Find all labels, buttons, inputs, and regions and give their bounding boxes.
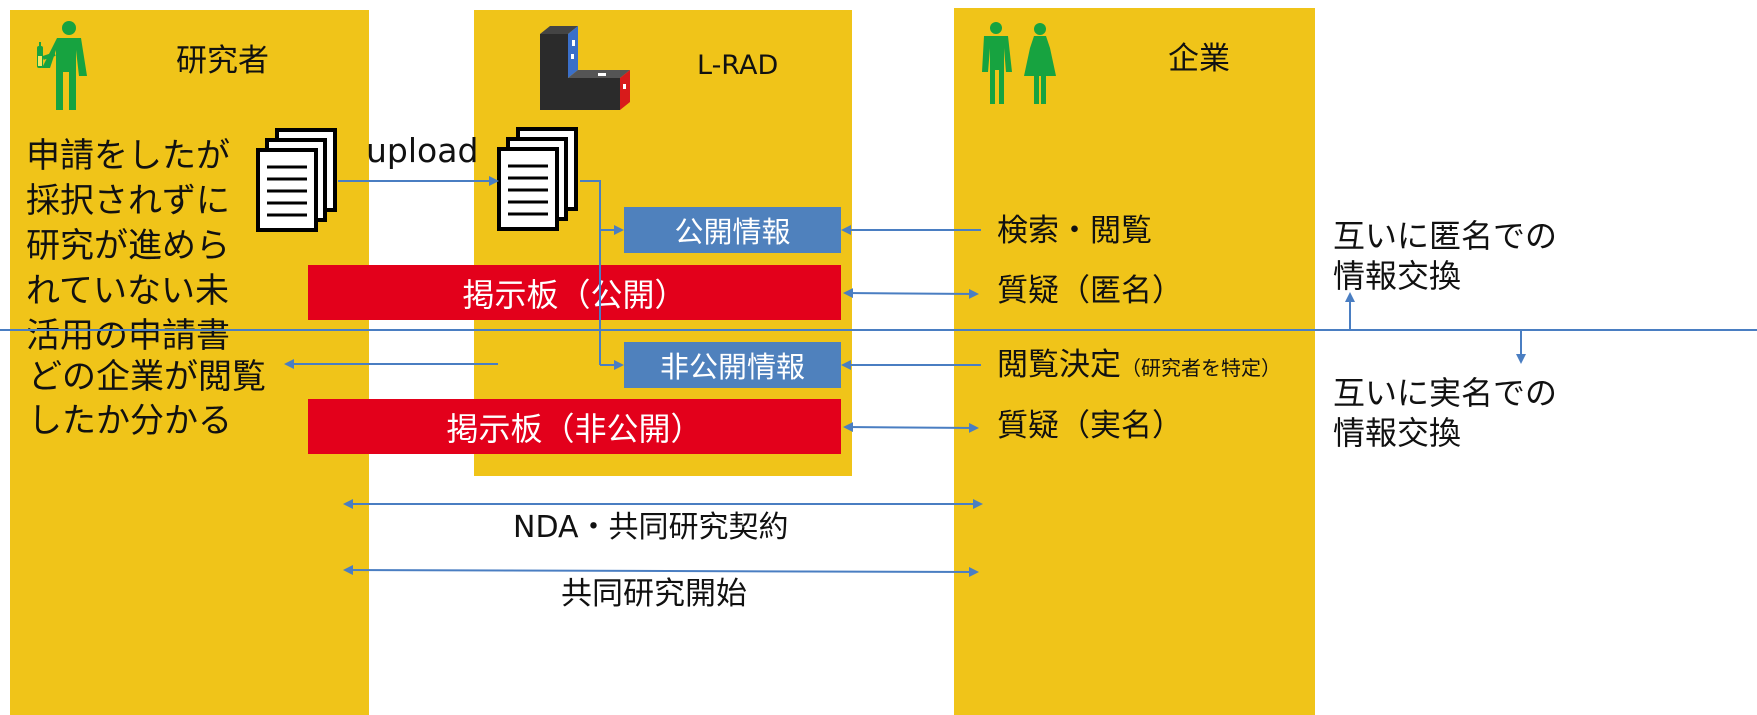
search-view-label: 検索・閲覧 — [997, 213, 1152, 249]
lrad-logo-icon — [540, 26, 630, 110]
viewed-notice: どの企業が閲覧 したか分かる — [28, 355, 266, 443]
qa-anonymous-arrow — [843, 288, 979, 299]
board-public-label: 掲示板（公開） — [462, 275, 687, 314]
researcher-icon — [37, 21, 87, 110]
private-info-label: 非公開情報 — [659, 350, 805, 384]
nda-label: NDA・共同研究契約 — [513, 510, 789, 545]
company-column — [954, 8, 1315, 715]
board-public: 掲示板（公開） — [308, 265, 841, 320]
named-exchange-note: 互いに実名での 情報交換 — [1333, 373, 1557, 453]
joint-start-arrow — [343, 565, 979, 577]
board-private-label: 掲示板（非公開） — [446, 409, 703, 448]
named-exchange-line: 互いに実名での — [1333, 374, 1558, 412]
company-people-icon — [982, 22, 1056, 104]
researcher-document-icon — [256, 128, 337, 232]
anonymous-exchange-line: 情報交換 — [1333, 257, 1462, 295]
anonymous-exchange-note: 互いに匿名での 情報交換 — [1333, 216, 1557, 296]
qa-named-arrow — [843, 422, 979, 433]
researcher-note-line: 採択されずに — [26, 181, 230, 221]
doc-branch-line — [580, 180, 601, 365]
researcher-note-line: 活用の申請書 — [26, 316, 230, 356]
lrad-title: L-RAD — [697, 50, 779, 81]
researcher-title: 研究者 — [176, 43, 269, 79]
viewed-notice-line: どの企業が閲覧 — [28, 357, 266, 397]
view-decision-label: 閲覧決定（研究者を特定） — [997, 350, 1281, 381]
view-decision-main: 閲覧決定 — [997, 347, 1121, 383]
anonymous-exchange-line: 互いに匿名での — [1333, 217, 1558, 255]
lrad-document-icon — [497, 127, 578, 231]
qa-named-label: 質疑（実名） — [997, 408, 1183, 444]
researcher-note-line: 申請をしたが — [26, 136, 230, 176]
researcher-note: 申請をしたが 採択されずに 研究が進めら れていない未 活用の申請書 — [26, 134, 230, 359]
joint-start-label: 共同研究開始 — [561, 576, 747, 612]
researcher-note-line: 研究が進めら — [26, 226, 230, 266]
view-decision-note: （研究者を特定） — [1121, 356, 1281, 380]
private-info-box: 非公開情報 — [624, 342, 841, 388]
public-info-box: 公開情報 — [624, 207, 841, 253]
upload-label: upload — [366, 131, 479, 170]
named-exchange-line: 情報交換 — [1333, 414, 1462, 452]
company-title: 企業 — [1168, 41, 1230, 77]
researcher-column — [10, 10, 369, 715]
viewed-notice-line: したか分かる — [28, 401, 232, 441]
public-info-label: 公開情報 — [674, 215, 791, 249]
researcher-note-line: れていない未 — [26, 271, 229, 311]
board-private: 掲示板（非公開） — [308, 399, 841, 454]
qa-anonymous-label: 質疑（匿名） — [997, 273, 1183, 309]
